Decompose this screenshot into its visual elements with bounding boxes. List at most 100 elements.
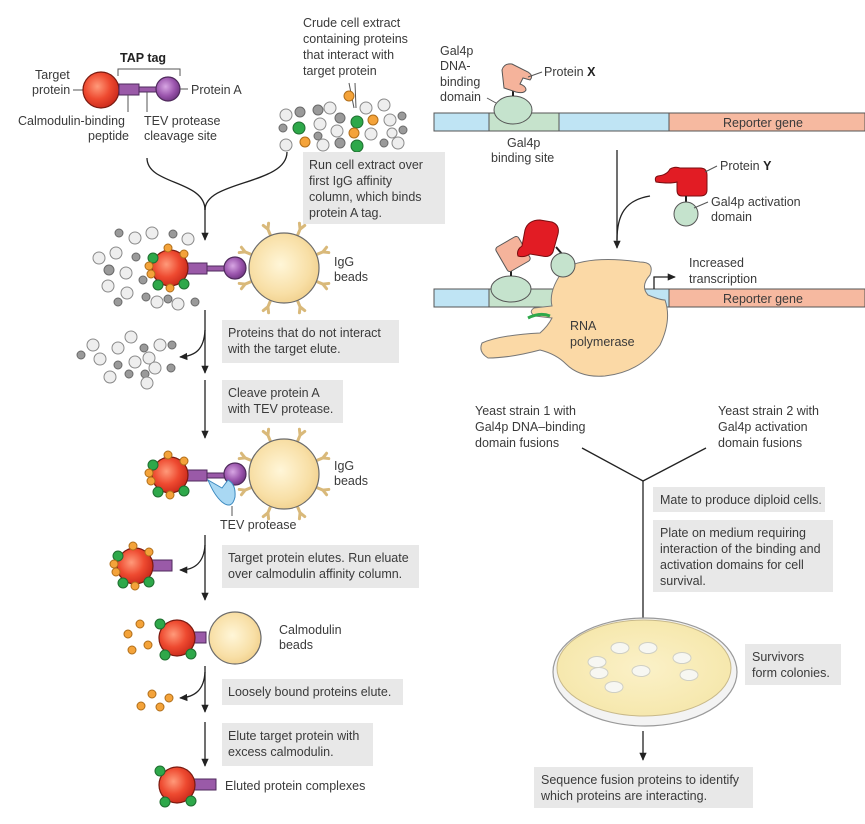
two-hybrid-bound: Reporter gene RNA polymerase Increased t… — [433, 219, 865, 377]
protein-dot — [166, 363, 176, 373]
loosely-bound-proteins — [136, 689, 174, 712]
protein-dot — [109, 246, 123, 260]
step-box-elute-target: Elute target protein with excess calmodu… — [222, 723, 373, 766]
igg-beads-label-2: beads — [334, 270, 368, 284]
activation-domain-icon — [550, 252, 576, 278]
dbd-label-4: domain — [440, 90, 481, 104]
protein-dot — [86, 338, 100, 352]
interacting-protein-dot — [154, 765, 166, 777]
target-protein-icon — [158, 619, 196, 657]
binding-site-label-2: binding site — [491, 151, 554, 165]
antibody-icon — [295, 221, 307, 239]
protein-dot — [120, 286, 134, 300]
step-box-mate: Mate to produce diploid cells. — [653, 487, 825, 512]
protein-dot — [316, 138, 330, 152]
protein-dot — [350, 115, 364, 129]
survivors-step-line-1: Survivors — [752, 650, 804, 664]
protein-dot — [294, 106, 306, 118]
interacting-protein-dot — [163, 243, 173, 253]
step-4-line-1: Target protein elutes. Run eluate — [228, 551, 409, 565]
step-box-loosely-bound: Loosely bound proteins elute. — [222, 679, 403, 705]
protein-dot — [76, 350, 86, 360]
protein-dot — [312, 104, 324, 116]
protein-dot — [103, 370, 117, 384]
igg-beads-label-2b: beads — [334, 474, 368, 488]
protein-dot — [367, 114, 379, 126]
tev-protease-label: TEV protease — [220, 518, 296, 532]
interacting-protein-dot — [165, 283, 175, 293]
strain-1-label-1: Yeast strain 1 with — [475, 404, 576, 418]
step-6-line-2: excess calmodulin. — [228, 745, 334, 759]
protein-dot — [168, 229, 178, 239]
petri-dish-with-colonies — [552, 617, 738, 727]
svg-text:Protein Y: Protein Y — [720, 159, 772, 173]
protein-dot — [124, 330, 138, 344]
step-2-line-1: Proteins that do not interact — [228, 326, 381, 340]
protein-dot — [92, 251, 106, 265]
step-box-run-igg: Run cell extract over first IgG affinity… — [303, 152, 445, 224]
antibody-icon — [295, 427, 307, 445]
protein-dot — [103, 264, 115, 276]
protein-dot — [138, 275, 148, 285]
reporter-gene-segment — [668, 112, 865, 132]
antibody-icon — [237, 245, 255, 257]
step-1-line-4: protein A tag. — [309, 206, 382, 220]
reporter-gene-label: Reporter gene — [723, 116, 803, 130]
protein-dot — [397, 111, 407, 121]
protein-dot — [167, 340, 177, 350]
step-box-survivors: Survivors form colonies. — [745, 644, 841, 685]
interacting-protein-dot — [147, 252, 159, 264]
step-box-target-elutes: Target protein elutes. Run eluate over c… — [222, 545, 419, 588]
plate-step-line-4: survival. — [660, 574, 706, 588]
protein-dot — [153, 338, 167, 352]
protein-dot — [330, 124, 344, 138]
crude-extract: Crude cell extract containing proteins t… — [278, 16, 408, 153]
calmodulin-binding-label-2: peptide — [88, 129, 129, 143]
target-protein-label-2: protein — [32, 83, 70, 97]
activation-domain-label-1: Gal4p activation — [711, 195, 801, 209]
loosely-bound-dot — [164, 693, 174, 703]
dna-segment — [558, 112, 670, 132]
strain-1-label-3: domain fusions — [475, 436, 559, 450]
step-box-cleave: Cleave protein A with TEV protease. — [222, 380, 343, 423]
protein-dot — [124, 369, 134, 379]
dna-binding-domain-icon — [493, 95, 533, 125]
antibody-icon — [237, 451, 255, 463]
protein-dot — [278, 123, 288, 133]
protein-dot — [299, 136, 311, 148]
step-6-line-1: Elute target protein with — [228, 729, 359, 743]
antibody-icon — [237, 279, 255, 291]
loosely-bound-dot — [155, 702, 165, 712]
loosely-bound-dot — [135, 619, 145, 629]
protein-dot — [111, 341, 125, 355]
protein-dot — [128, 231, 142, 245]
antibody-icon — [295, 297, 307, 315]
binding-site-label-1: Gal4p — [507, 136, 540, 150]
dbd-label-2: DNA- — [440, 59, 471, 73]
protein-dot — [141, 292, 151, 302]
interacting-protein-dot — [144, 547, 154, 557]
strain-1-label-2: Gal4p DNA–binding — [475, 420, 586, 434]
interacting-protein-dot — [147, 459, 159, 471]
interacting-protein-dot — [144, 261, 154, 271]
step-3-line-2: with TEV protease. — [227, 402, 333, 416]
calmodulin-beads-label-2: beads — [279, 638, 313, 652]
protein-dot — [323, 101, 337, 115]
step-3-line-1: Cleave protein A — [228, 386, 320, 400]
colony-icon — [604, 681, 624, 693]
complex-on-igg-beads: IgG beads — [92, 221, 368, 315]
dna-segment — [433, 112, 490, 132]
sequence-step-line-2: which proteins are interacting. — [540, 789, 707, 803]
crude-extract-label-3: that interact with — [303, 48, 394, 62]
protein-dot — [313, 131, 323, 141]
protein-dot — [391, 136, 405, 150]
protein-y-fusion: Protein Y Gal4p activation domain — [654, 159, 801, 227]
protein-dot — [93, 352, 107, 366]
colony-icon — [589, 667, 609, 679]
protein-dot — [279, 108, 293, 122]
protein-dot — [334, 137, 346, 149]
protein-x-prefix: Protein — [544, 65, 587, 79]
step-1-line-3: column, which binds — [309, 190, 422, 204]
eluted-target-complex — [109, 541, 173, 591]
